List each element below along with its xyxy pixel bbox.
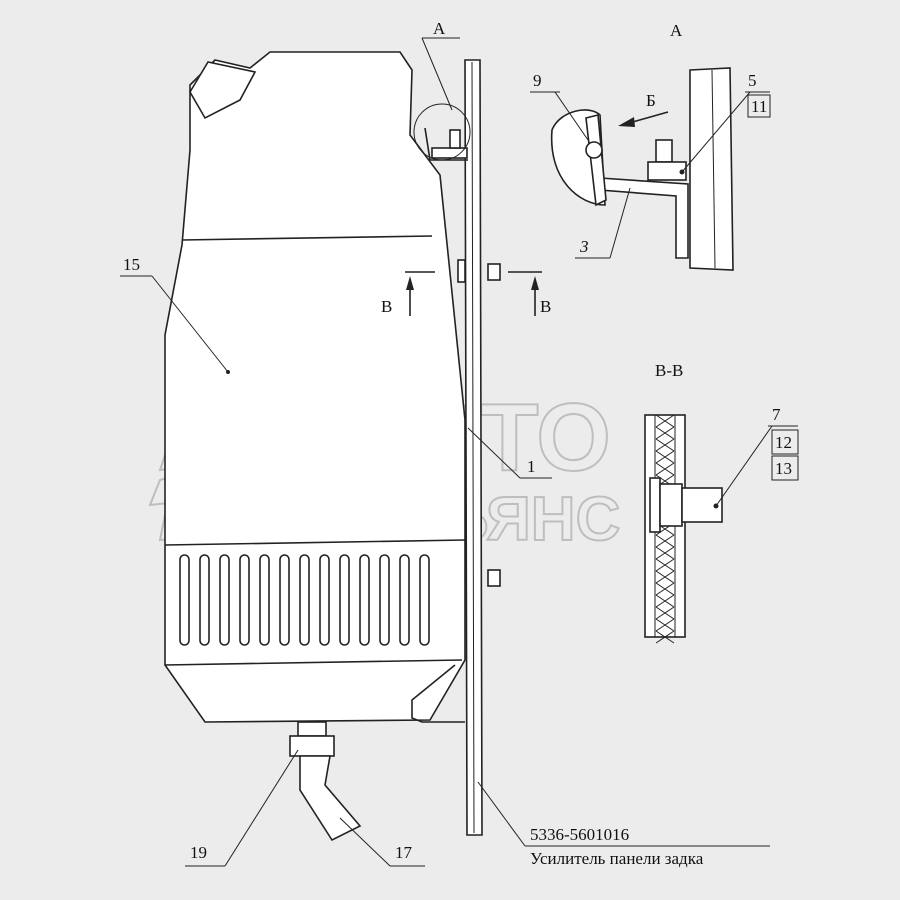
vent-slot [359,554,370,646]
section-hatch-line [655,594,675,608]
vent-slot [179,554,190,646]
section-hatch-line [655,630,675,644]
callout-1: 1 [527,457,536,476]
callout-3: 3 [579,237,589,256]
callout-17-leader [339,817,391,867]
vent-slot [199,554,210,646]
callout-15: 15 [123,255,140,274]
vent-slot [379,554,390,646]
section-hatch-line [655,582,675,596]
section-hatch-line [655,570,675,584]
callout-5: 5 [748,71,757,90]
vent-slot [419,554,430,646]
part-number: 5336-5601016 [530,825,629,844]
callout-15-dot [226,370,230,374]
detail-a-view [550,67,734,271]
vent-slot [239,554,250,646]
section-hatch-line [655,546,675,560]
callout-17: 17 [395,843,413,862]
callout-7-leader [715,425,773,507]
section-hatch-line [655,426,675,440]
section-hatch-line [655,606,675,620]
section-hatch-line [655,558,675,572]
callout-11-box [747,94,771,118]
callout-9-leader [554,91,589,141]
section-marker-right [508,271,542,316]
vent-slot [219,554,230,646]
detail-a-marker: А [433,19,446,38]
vent-slot [299,554,310,646]
callout-13: 13 [775,459,792,478]
callout-12: 12 [775,433,792,452]
callout-5-leader [681,91,751,173]
section-marker-left [405,271,435,316]
vent-slots [179,554,430,646]
callout-3-leader [609,187,631,259]
callout-19-leader [224,749,299,867]
section-v-view [644,414,723,644]
vent-slot [259,554,270,646]
callout-13-box [771,455,799,481]
view-b-label: Б [646,91,656,110]
detail-a-title: А [670,21,683,40]
section-label-right: В [540,297,551,316]
section-hatch-line [655,618,675,632]
outlet-fitting [289,721,362,842]
part-ref-leader [477,781,526,847]
part-name: Усилитель панели задка [530,849,704,868]
callout-12-box [771,429,799,455]
tank-body [164,51,466,723]
top-bracket [413,103,471,161]
callout-7: 7 [772,405,781,424]
vent-slot [339,554,350,646]
section-hatch-line [655,414,675,428]
section-label-left: В [381,297,392,316]
vent-slot [399,554,410,646]
section-v-title: В-В [655,361,683,380]
vent-slot [279,554,290,646]
view-b-arrowhead [618,117,635,127]
callout-15-leader [151,275,229,373]
section-hatch-line [655,450,675,464]
section-hatch-line [655,438,675,452]
detail-a-leader [421,37,453,111]
callout-9: 9 [533,71,542,90]
section-hatch-line [655,462,675,476]
vent-slot [319,554,330,646]
section-hatch-line [655,534,675,548]
callout-11: 11 [751,97,767,116]
callout-1-leader [467,427,521,479]
callout-19: 19 [190,843,207,862]
